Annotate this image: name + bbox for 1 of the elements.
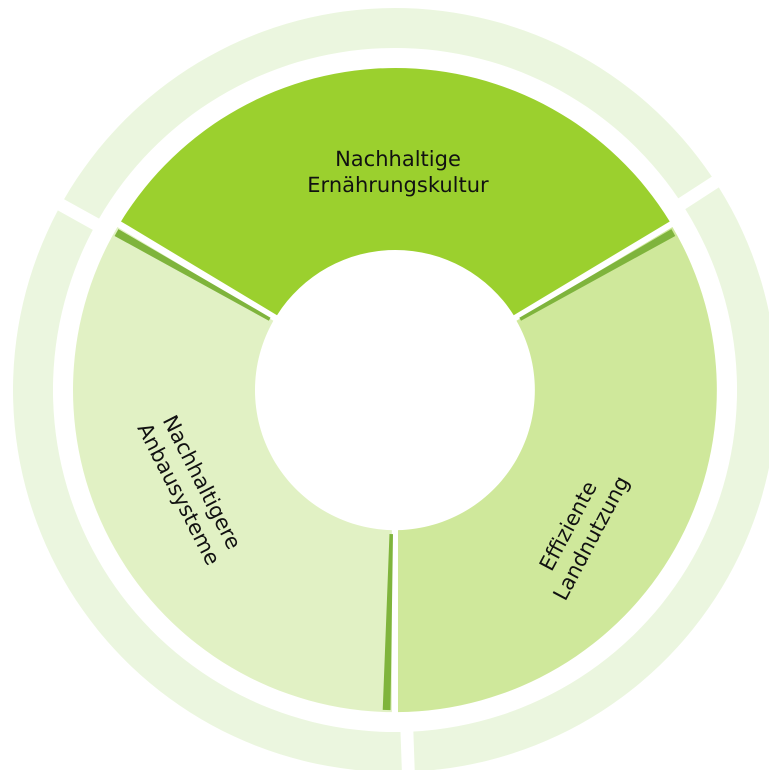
segment-label: Nachhaltige Ernährungskultur (306, 146, 490, 198)
